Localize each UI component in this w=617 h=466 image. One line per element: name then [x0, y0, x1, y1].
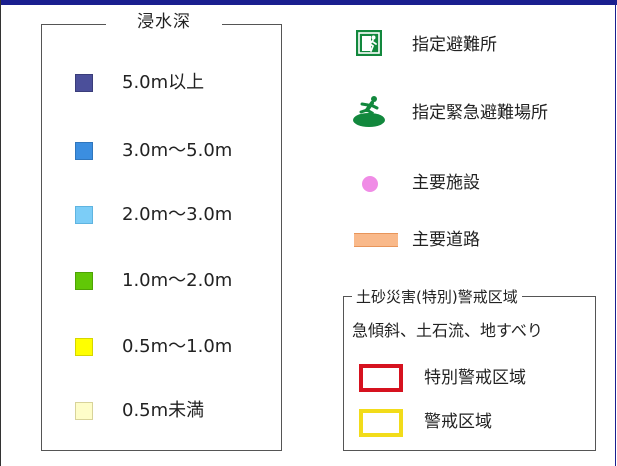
depth-label: 5.0m以上: [122, 72, 205, 93]
depth-label: 0.5m〜1.0m: [122, 336, 233, 357]
evacuation-site-label: 指定緊急避難場所: [412, 103, 548, 123]
top-border: [0, 0, 617, 5]
depth-label: 1.0m〜2.0m: [122, 270, 233, 291]
warning-zone-swatch: [359, 409, 403, 437]
flood-depth-legend-title: 浸水深: [106, 11, 222, 33]
depth-label: 3.0m〜5.0m: [122, 140, 233, 161]
right-border: [615, 0, 616, 466]
depth-swatch: [75, 402, 93, 420]
sediment-legend-subtitle: 急傾斜、土石流、地すべり: [352, 321, 543, 340]
facility-marker-icon: [362, 176, 378, 192]
depth-swatch: [75, 338, 93, 356]
special-warning-zone-label: 特別警戒区域: [424, 368, 526, 388]
left-border: [0, 0, 1, 466]
emergency-exit-icon: [356, 30, 382, 56]
depth-swatch: [75, 74, 93, 92]
depth-swatch: [75, 142, 93, 160]
warning-zone-label: 警戒区域: [424, 412, 492, 432]
depth-label: 0.5m未満: [122, 400, 205, 421]
special-warning-zone-swatch: [359, 364, 403, 392]
depth-swatch: [75, 206, 93, 224]
sediment-legend-title: 土砂災害(特別)警戒区域: [352, 288, 522, 306]
depth-swatch: [75, 272, 93, 290]
facility-label: 主要施設: [412, 173, 480, 193]
road-label: 主要道路: [412, 230, 480, 250]
running-person-on-ground-icon: [353, 96, 385, 127]
road-line-swatch: [354, 233, 398, 247]
shelter-label: 指定避難所: [412, 35, 497, 55]
depth-label: 2.0m〜3.0m: [122, 204, 233, 225]
